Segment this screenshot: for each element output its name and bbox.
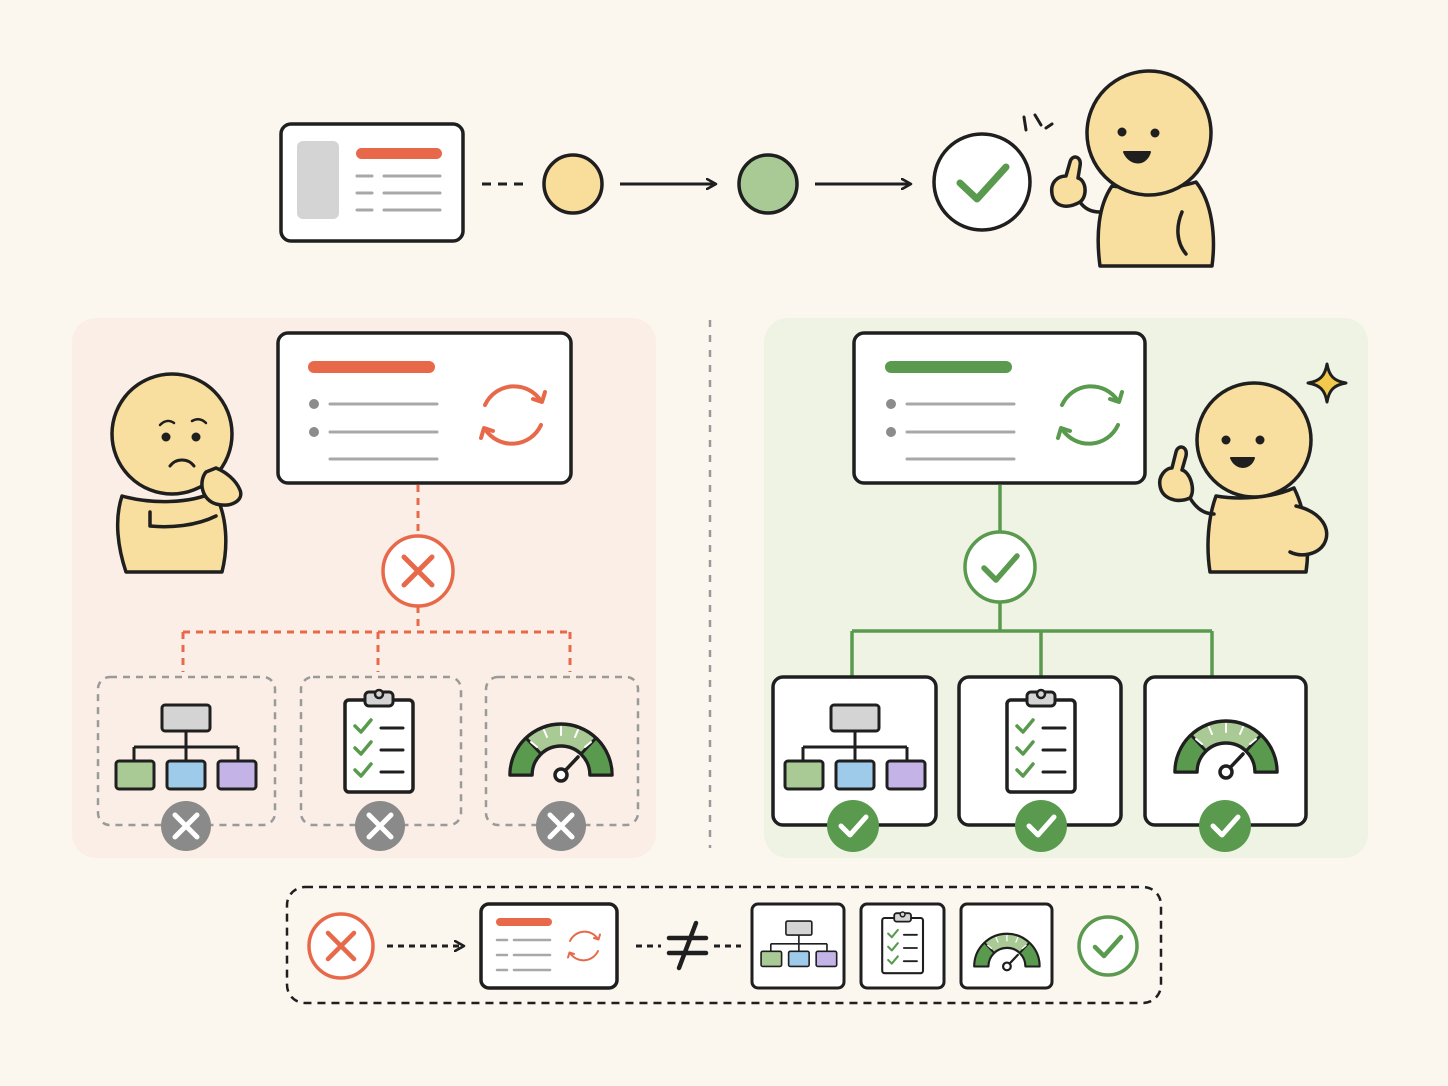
- gray-x-badge: [161, 801, 211, 851]
- check-circle-icon: [963, 530, 1037, 604]
- clipboard-checklist-icon: [1005, 688, 1077, 794]
- summary-hierarchy-box: [750, 902, 846, 990]
- green-check-badge: [1199, 800, 1251, 852]
- summary-gauge-box: [959, 902, 1054, 990]
- check-circle-icon: [1077, 915, 1139, 977]
- top-flow: [279, 69, 1216, 268]
- sparkle-lines: [1022, 113, 1054, 132]
- x-circle-icon: [381, 534, 455, 608]
- right-branch-gauge: [1143, 675, 1308, 852]
- pointing-character: [1157, 381, 1329, 574]
- bottom-summary: [285, 885, 1163, 1005]
- right-branch-checklist: [957, 675, 1123, 852]
- sparkle-icon: [1306, 362, 1348, 404]
- green-check-badge: [1015, 800, 1067, 852]
- left-branch-hierarchy: [96, 675, 277, 851]
- clipboard-checklist-icon: [881, 910, 925, 975]
- yellow-node: [542, 153, 604, 215]
- worried-character: [110, 372, 243, 574]
- right-flow: [771, 331, 1348, 852]
- gray-x-badge: [536, 801, 586, 851]
- summary-card: [479, 902, 619, 990]
- left-flow: [96, 331, 640, 851]
- check-circle-icon: [932, 132, 1032, 232]
- right-branch-hierarchy: [771, 675, 938, 852]
- left-branch-gauge: [484, 675, 640, 851]
- left-branch-lines: [181, 606, 572, 672]
- clipboard-checklist-icon: [343, 688, 415, 794]
- happy-character-thumbs-up: [1049, 69, 1216, 268]
- not-equal-icon: [666, 920, 709, 971]
- gray-x-badge: [355, 801, 405, 851]
- source-card: [279, 122, 465, 243]
- green-check-badge: [827, 800, 879, 852]
- green-node: [737, 153, 799, 215]
- left-card: [276, 331, 573, 485]
- right-branch-lines: [850, 602, 1214, 676]
- x-circle-icon: [307, 912, 375, 980]
- left-branch-checklist: [299, 675, 463, 851]
- right-card: [852, 331, 1147, 485]
- summary-checklist-box: [859, 902, 946, 990]
